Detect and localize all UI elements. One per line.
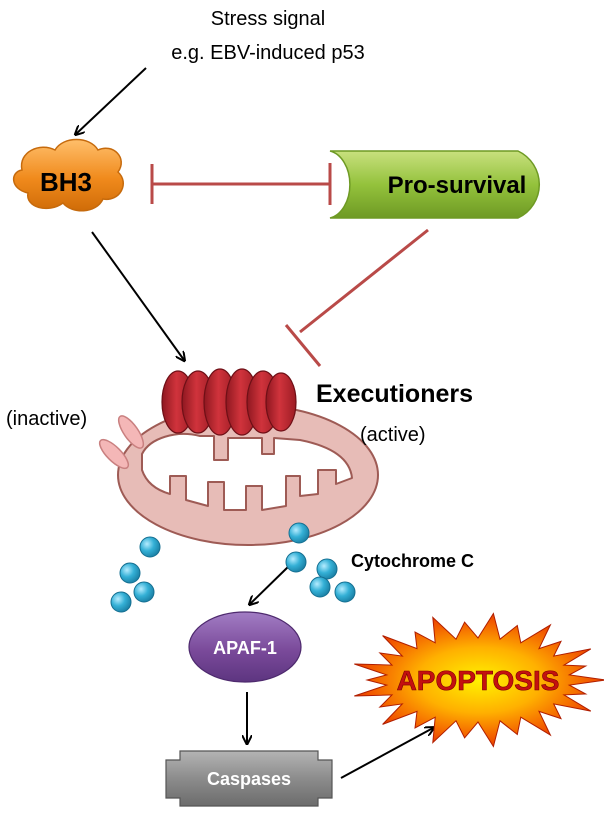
stress-signal-label: Stress signal xyxy=(210,8,326,30)
cytochrome-c-label: Cytochrome C xyxy=(351,551,475,571)
cytochrome-c-molecule xyxy=(309,576,331,598)
cytochrome-c-molecule xyxy=(119,562,141,584)
mitochondrion-cristae xyxy=(141,433,353,511)
caspases-to-apoptosis-arrow xyxy=(340,728,433,779)
executioner-protein xyxy=(265,372,297,432)
inactive-executioner xyxy=(98,438,130,470)
cytochrome-to-apaf1-arrow xyxy=(250,564,291,604)
inactive-executioners xyxy=(98,415,145,470)
apoptosis-label: APOPTOSIS xyxy=(397,665,560,696)
inactive-label: (inactive) xyxy=(6,408,88,430)
apaf1-node: APAF-1 xyxy=(188,611,302,683)
stress-signal-example-label: e.g. EBV-induced p53 xyxy=(171,42,365,64)
caspases-shape xyxy=(165,750,333,807)
pro-survival-inhibits-executioners xyxy=(284,228,429,367)
active-executioners-cluster xyxy=(161,368,297,436)
apoptosis-node: APOPTOSIS xyxy=(354,612,604,748)
cytochrome-c-molecule xyxy=(285,551,307,573)
cytochrome-c-molecules xyxy=(110,522,356,613)
cytochrome-c-molecule xyxy=(133,581,155,603)
pro-survival-node: Pro-survival xyxy=(329,150,540,219)
apaf1-label: APAF-1 xyxy=(213,638,277,658)
bh3-inhibits-pro-survival xyxy=(150,163,332,205)
pro-survival-shape xyxy=(329,150,540,219)
bh3-cloud-shape xyxy=(13,138,124,212)
stress-to-bh3-arrow xyxy=(76,67,147,134)
cytochrome-c-molecule xyxy=(316,558,338,580)
caspases-label: Caspases xyxy=(207,769,291,789)
bh3-to-executioners-arrow xyxy=(91,231,184,360)
cytochrome-c-molecule xyxy=(139,536,161,558)
apaf1-shape xyxy=(188,611,302,683)
cytochrome-c-molecule xyxy=(288,522,310,544)
cytochrome-c-molecule xyxy=(110,591,132,613)
executioners-label: Executioners xyxy=(316,380,474,408)
cytochrome-c-molecule xyxy=(334,581,356,603)
bh3-label: BH3 xyxy=(40,167,92,197)
bh3-node: BH3 xyxy=(13,138,124,212)
pro-survival-label: Pro-survival xyxy=(388,172,527,199)
active-label: (active) xyxy=(360,424,426,446)
mitochondrion xyxy=(117,404,379,546)
caspases-node: Caspases xyxy=(165,750,333,807)
apoptosis-burst-shape xyxy=(354,612,604,748)
inactive-executioner xyxy=(117,415,145,449)
